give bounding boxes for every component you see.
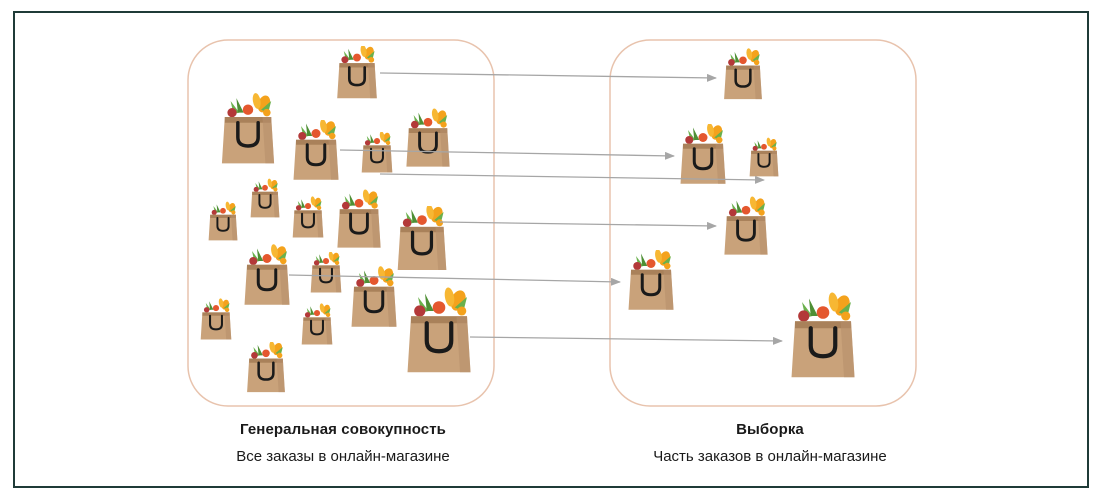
grocery-bag-icon [396,206,448,272]
grocery-bag-icon [291,120,341,182]
grocery-bag-icon [199,298,233,341]
arrow-right-icon [288,274,621,286]
population-title: Генеральная совокупность [240,421,446,438]
arrow-right-icon [469,336,783,345]
grocery-bag-icon [626,250,676,312]
grocery-bag-icon [300,303,334,346]
grocery-bag-icon [748,136,780,178]
grocery-bag-icon [722,196,770,257]
grocery-bag-icon [678,124,728,186]
sample-title: Выборка [736,421,804,438]
sample-box [609,39,917,407]
grocery-bag-icon [245,342,287,394]
grocery-bag-icon [219,92,277,166]
arrow-right-icon [339,149,675,160]
sample-subtitle: Часть заказов в онлайн-магазине [653,448,887,465]
arrow-right-icon [379,173,765,184]
arrow-right-icon [439,221,717,230]
grocery-bag-icon [309,252,343,294]
grocery-bag-icon [404,108,452,169]
grocery-bag-icon [408,287,471,373]
population-caption: Генеральная совокупность Все заказы в он… [188,421,498,465]
arrow-right-icon [379,72,717,82]
sample-caption: Выборка Часть заказов в онлайн-магазине [610,421,930,465]
grocery-bag-icon [360,132,394,174]
grocery-bag-icon [722,46,764,101]
diagram-frame [13,11,1089,488]
grocery-bag-icon [291,196,325,239]
grocery-bag-icon [335,188,383,250]
grocery-bag-icon [242,244,292,307]
grocery-bag-icon [349,266,399,329]
population-subtitle: Все заказы в онлайн-магазине [236,448,450,465]
grocery-bag-icon [249,178,281,219]
grocery-bag-icon [335,46,379,100]
grocery-bag-icon [792,292,855,378]
grocery-bag-icon [207,201,239,242]
